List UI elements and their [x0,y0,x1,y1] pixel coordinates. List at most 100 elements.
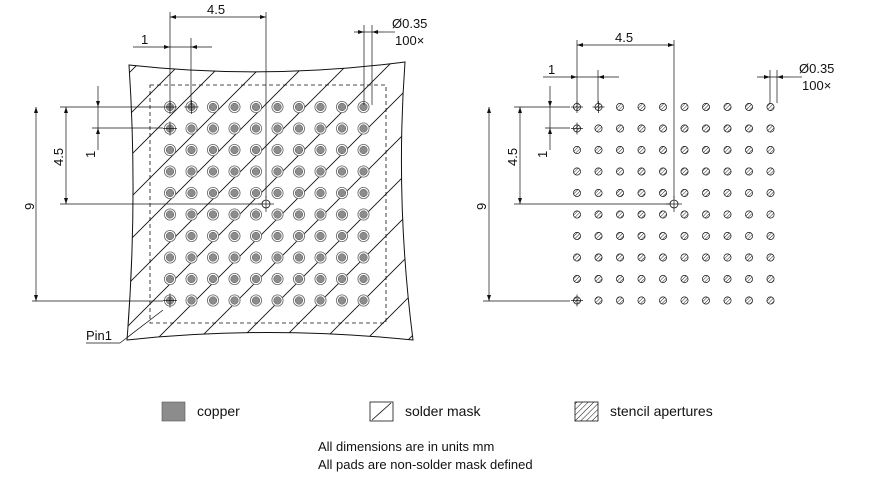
copper-pad [292,208,305,221]
copper-pad [271,294,284,307]
stencil-aperture [594,232,603,240]
stencil-aperture [680,275,689,283]
copper-pad [206,101,219,114]
stencil-aperture [616,124,624,133]
stencil-aperture [745,189,753,197]
copper-pad [206,165,219,178]
mask-hatch-line [127,62,373,340]
copper-pad [206,208,219,221]
copper-pad [163,229,176,242]
copper-pad [357,294,370,307]
copper-pad [357,186,370,199]
copper-pad [228,165,241,178]
mask-hatch-line [640,40,880,360]
copper-pad [185,251,198,264]
stencil-aperture [616,146,624,154]
left-dimensions [32,12,395,344]
stencil-aperture [594,146,603,154]
stencil-aperture [680,253,689,262]
mask-hatch-line [127,62,413,340]
copper-pad [335,294,348,307]
legend: copper solder mask stencil apertures [161,401,713,422]
stencil-aperture [766,189,775,197]
left-pad-grid [163,100,370,308]
stencil-aperture [745,167,753,176]
stencil-aperture [766,146,775,154]
stencil-aperture [573,189,581,197]
stencil-aperture [745,103,753,111]
mask-hatch-line [135,62,413,340]
copper-pad [163,186,176,199]
stencil-aperture [616,167,624,176]
copper-pad [335,165,348,178]
copper-pad [249,186,262,199]
stencil-aperture [659,275,667,283]
stencil-aperture [616,253,624,262]
dim-left-half-right: 4.5 [505,148,520,166]
copper-pad [206,251,219,264]
left-arrowheads [34,15,378,301]
mask-hatch-line [0,40,120,360]
copper-pad [292,101,305,114]
stencil-aperture [766,124,775,133]
stencil-aperture [702,210,710,219]
copper-pad [249,122,262,135]
stencil-aperture [659,253,667,262]
stencil-aperture [723,124,732,133]
stencil-aperture [573,253,581,262]
right-pad-grid [571,101,775,307]
copper-pad [249,165,262,178]
stencil-aperture [766,167,775,176]
solder-mask-hatching [0,40,880,360]
stencil-aperture [702,146,710,154]
copper-pad [314,208,327,221]
dim-left-pitch-right: 1 [535,151,550,158]
dim-left-half: 4.5 [51,148,66,166]
copper-pad [314,294,327,307]
copper-pad [185,294,198,307]
stencil-aperture [723,189,732,197]
copper-pad [163,272,176,285]
stencil-aperture [723,253,732,262]
stencil-aperture [573,275,581,283]
dim-left-full: 9 [22,203,37,210]
stencil-aperture [680,124,689,133]
dim-center-top-right: 4.5 [615,30,633,45]
copper-pad [335,229,348,242]
copper-pad [314,101,327,114]
stencil-aperture [594,275,603,283]
stencil-aperture [659,189,667,197]
stencil-aperture [680,189,689,197]
copper-pad [228,294,241,307]
stencil-aperture [659,210,667,219]
copper-pad [163,165,176,178]
stencil-aperture [659,167,667,176]
note-units: All dimensions are in units mm [318,439,495,454]
stencil-aperture [745,124,753,133]
stencil-aperture [594,253,603,262]
stencil-aperture [702,253,710,262]
copper-pad [357,272,370,285]
copper-pad [163,208,176,221]
stencil-aperture [637,124,646,133]
stencil-aperture [659,124,667,133]
copper-pad [292,294,305,307]
dim-pitch-top-right: 1 [548,62,555,77]
mask-hatch-line [303,62,413,340]
copper-pad [185,208,198,221]
copper-pad [292,229,305,242]
copper-pad [292,272,305,285]
stencil-aperture [702,167,710,176]
stencil-aperture [680,146,689,154]
mask-hatch-line [261,62,413,340]
copper-pad [314,186,327,199]
copper-pad [357,165,370,178]
copper-pad [292,165,305,178]
copper-pad [206,229,219,242]
stencil-aperture [637,189,646,197]
stencil-aperture [723,275,732,283]
copper-pad [185,165,198,178]
stencil-aperture [702,189,710,197]
copper-pad [228,229,241,242]
